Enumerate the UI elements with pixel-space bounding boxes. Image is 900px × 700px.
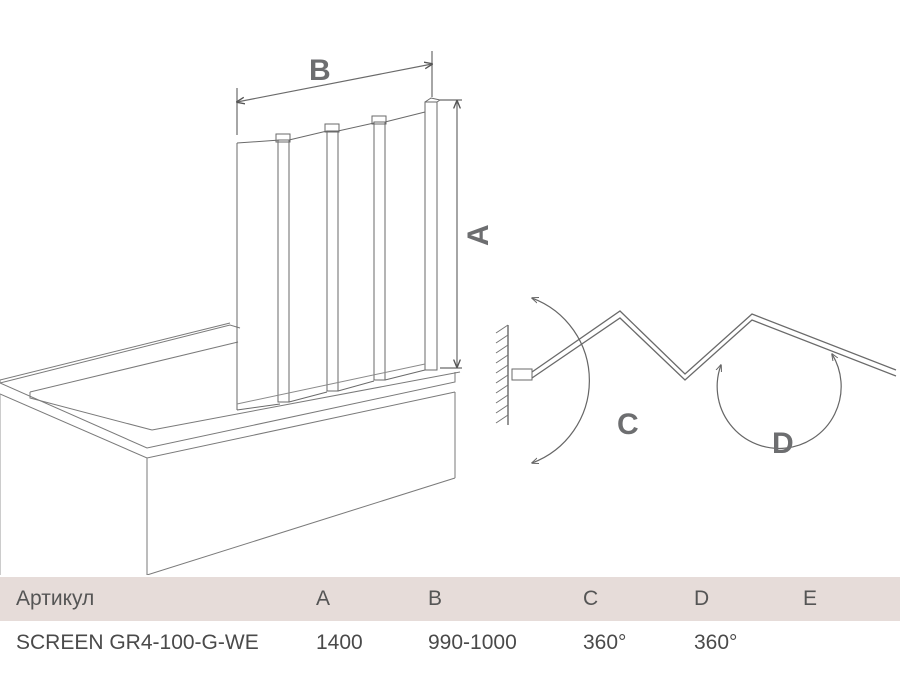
dimension-a bbox=[440, 99, 462, 369]
cell-article: SCREEN GR4-100-G-WE bbox=[16, 631, 259, 654]
cell-a: 1400 bbox=[316, 631, 363, 654]
cell-d: 360° bbox=[694, 631, 738, 654]
dimension-b bbox=[237, 51, 432, 135]
header-b: B bbox=[428, 587, 443, 610]
header-c: C bbox=[583, 587, 599, 610]
cell-b: 990-1000 bbox=[428, 631, 517, 654]
label-d: D bbox=[772, 427, 794, 460]
technical-drawing: B A C D bbox=[0, 51, 897, 575]
spec-table-header: Артикул A B C D E bbox=[0, 577, 900, 621]
label-a: A bbox=[462, 224, 495, 246]
header-article: Артикул bbox=[16, 587, 95, 610]
header-a: A bbox=[316, 587, 331, 610]
cell-c: 360° bbox=[583, 631, 627, 654]
header-e: E bbox=[803, 587, 818, 610]
folding-screen bbox=[236, 97, 442, 411]
bathtub-illustration bbox=[0, 322, 461, 575]
rotation-diagram bbox=[495, 298, 897, 463]
header-d: D bbox=[694, 587, 710, 610]
table-row: SCREEN GR4-100-G-WE 1400 990-1000 360° 3… bbox=[0, 621, 900, 665]
label-b: B bbox=[309, 54, 331, 87]
label-c: C bbox=[617, 408, 639, 441]
